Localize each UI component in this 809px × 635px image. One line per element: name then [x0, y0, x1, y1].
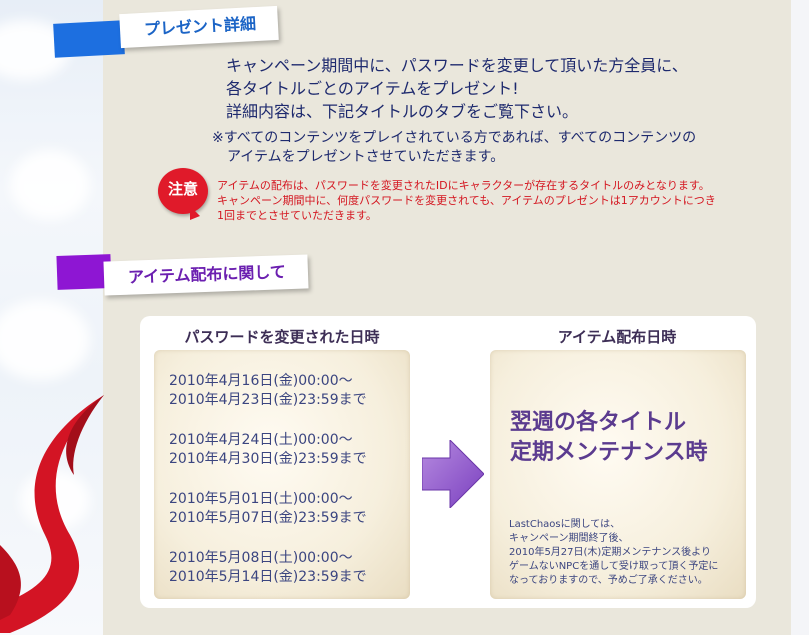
present-note: ※すべてのコンテンツをプレイされている方であれば、すべてのコンテンツの アイテム… — [212, 129, 696, 167]
period-start: 2010年4月16日(金)00:00～ — [169, 373, 353, 389]
period-item: 2010年5月01日(土)00:00～ 2010年5月07日(金)23:59まで — [169, 490, 367, 528]
caution-line: アイテムの配布は、パスワードを変更されたIDにキャラクターが存在するタイトルのみ… — [217, 179, 710, 192]
period-end: 2010年4月30日(金)23:59まで — [169, 451, 367, 467]
intro-line: キャンペーン期間中に、パスワードを変更して頂いた方全員に、 — [226, 56, 688, 75]
period-list: 2010年4月16日(金)00:00～ 2010年4月23日(金)23:59まで… — [169, 372, 367, 608]
lastchaos-line: LastChaosに関しては、 — [509, 519, 621, 530]
present-intro: キャンペーン期間中に、パスワードを変更して頂いた方全員に、 各タイトルごとのアイ… — [226, 54, 688, 123]
lastchaos-note: LastChaosに関しては、 キャンペーン期間終了後、 2010年5月27日(… — [509, 518, 718, 588]
lastchaos-line: 2010年5月27日(木)定期メンテナンス後より — [509, 547, 711, 558]
lastchaos-line: キャンペーン期間終了後、 — [509, 533, 629, 544]
right-margin — [791, 0, 809, 635]
period-item: 2010年4月24日(土)00:00～ 2010年4月30日(金)23:59まで — [169, 431, 367, 469]
note-line: ※すべてのコンテンツをプレイされている方であれば、すべてのコンテンツの — [212, 130, 697, 146]
period-end: 2010年4月23日(金)23:59まで — [169, 392, 367, 408]
red-ribbon-decoration — [0, 395, 104, 633]
lastchaos-line: なっておりますので、予めご了承ください。 — [509, 575, 708, 586]
period-end: 2010年5月07日(金)23:59まで — [169, 510, 367, 526]
caution-text: アイテムの配布は、パスワードを変更されたIDにキャラクターが存在するタイトルのみ… — [217, 178, 716, 223]
distribution-box — [490, 350, 746, 599]
period-item: 2010年4月16日(金)00:00～ 2010年4月23日(金)23:59まで — [169, 372, 367, 410]
distribution-section-title: アイテム配布に関して — [103, 254, 309, 296]
period-start: 2010年5月08日(土)00:00～ — [169, 550, 353, 566]
distribution-time-line: 定期メンテナンス時 — [510, 440, 708, 465]
cloud-decoration — [0, 300, 90, 380]
intro-line: 各タイトルごとのアイテムをプレゼント! — [226, 79, 519, 98]
distribution-time: 翌週の各タイトル 定期メンテナンス時 — [510, 408, 708, 468]
period-start: 2010年4月24日(土)00:00～ — [169, 432, 353, 448]
lastchaos-line: ゲームないNPCを通して受け取って頂く予定に — [509, 561, 719, 572]
intro-line: 詳細内容は、下記タイトルのタブをご覧下さい。 — [226, 102, 579, 121]
distribution-time-header: アイテム配布日時 — [557, 328, 677, 346]
period-item: 2010年5月08日(土)00:00～ 2010年5月14日(金)23:59まで — [169, 549, 367, 587]
password-change-header: パスワードを変更された日時 — [184, 328, 380, 346]
periods-box — [154, 350, 410, 599]
caution-line: 1回までとさせていただきます。 — [217, 209, 377, 222]
period-start: 2010年5月01日(土)00:00～ — [169, 491, 353, 507]
note-line: アイテムをプレゼントさせていただきます。 — [227, 149, 505, 165]
caution-line: キャンペーン期間中に、何度パスワードを変更されても、アイテムのプレゼントは1アカ… — [217, 194, 716, 207]
distribution-time-line: 翌週の各タイトル — [510, 410, 687, 435]
period-end: 2010年5月14日(金)23:59まで — [169, 569, 367, 585]
blue-tag-marker — [53, 20, 125, 58]
caution-badge: 注意 — [158, 168, 208, 220]
cloud-decoration — [10, 150, 90, 220]
right-arrow-icon — [422, 440, 484, 508]
